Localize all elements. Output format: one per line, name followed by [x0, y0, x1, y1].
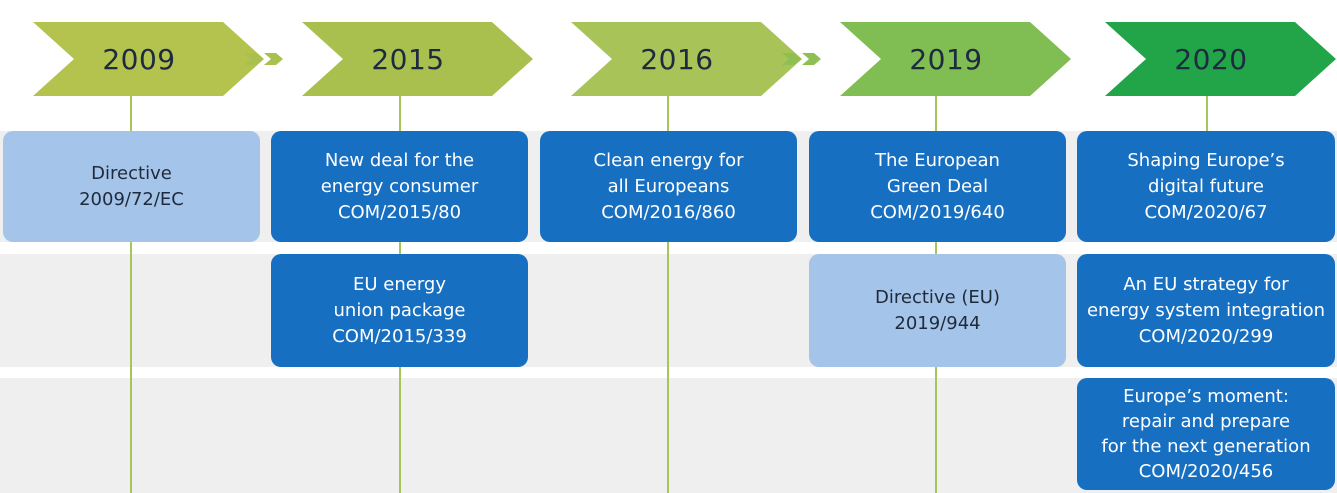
timeline-line-2009: [130, 96, 132, 493]
card-text: New deal for the energy consumer COM/201…: [320, 149, 479, 223]
chevron-shape: [302, 22, 533, 96]
card-directive-2009-72-ec: Directive 2009/72/EC: [3, 131, 260, 242]
card-com-2020-456: Europe’s moment: repair and prepare for …: [1077, 378, 1335, 490]
card-text: Directive 2009/72/EC: [79, 162, 184, 210]
year-chevron-2015: 2015: [302, 22, 534, 96]
card-com-2015-339: EU energy union package COM/2015/339: [271, 254, 528, 367]
chevron-shape: [840, 22, 1071, 96]
card-com-2020-299: An EU strategy for energy system integra…: [1077, 254, 1335, 367]
chevron-shape: [571, 22, 802, 96]
year-chevron-2020: 2020: [1105, 22, 1337, 96]
year-label-2009: 2009: [102, 42, 176, 76]
timeline-line-2016: [667, 96, 669, 493]
chevron-shape: [33, 22, 264, 96]
card-text: Clean energy for all Europeans COM/2016/…: [593, 149, 744, 223]
card-com-2020-67: Shaping Europe’s digital future COM/2020…: [1077, 131, 1335, 242]
card-text: Directive (EU) 2019/944: [875, 286, 1000, 334]
card-com-2019-640: The European Green Deal COM/2019/640: [809, 131, 1066, 242]
year-chevron-2009: 2009: [33, 22, 265, 96]
year-label-2016: 2016: [640, 42, 714, 76]
card-text: An EU strategy for energy system integra…: [1086, 273, 1326, 347]
year-chevron-2016: 2016: [571, 22, 803, 96]
year-chevron-2019: 2019: [840, 22, 1072, 96]
chevron-shape: [1105, 22, 1336, 96]
double-chevron-arrows-icon: [782, 53, 821, 65]
year-label-2019: 2019: [909, 42, 983, 76]
card-text: Europe’s moment: repair and prepare for …: [1101, 386, 1311, 482]
card-text: The European Green Deal COM/2019/640: [870, 149, 1005, 223]
timeline-line-2020: [1206, 96, 1208, 136]
card-com-2015-80: New deal for the energy consumer COM/201…: [271, 131, 528, 242]
double-chevron-arrows-icon: [244, 53, 283, 65]
card-directive-eu-2019-944: Directive (EU) 2019/944: [809, 254, 1066, 367]
card-com-2016-860: Clean energy for all Europeans COM/2016/…: [540, 131, 797, 242]
year-label-2015: 2015: [371, 42, 445, 76]
year-label-2020: 2020: [1174, 42, 1248, 76]
card-text: EU energy union package COM/2015/339: [332, 273, 467, 347]
card-text: Shaping Europe’s digital future COM/2020…: [1127, 149, 1285, 223]
